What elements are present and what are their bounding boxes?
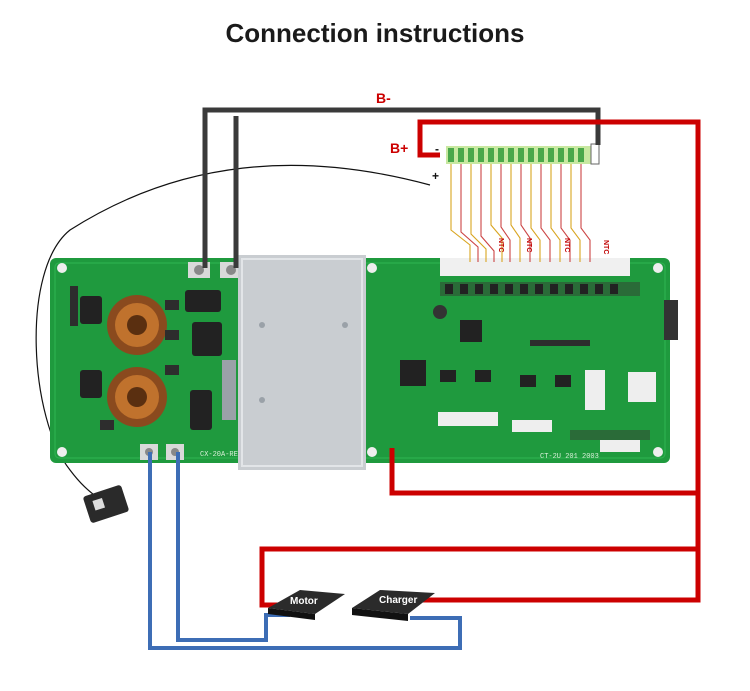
motor-label: Motor [290, 596, 318, 607]
ntc-label-3: NTC [563, 238, 570, 252]
control-section-components [400, 258, 678, 452]
aluminum-heatsink [238, 255, 366, 470]
plus-sign-label: + [432, 169, 439, 183]
b-minus-label: B- [376, 90, 391, 106]
bms-pcb-board: CX-20A-REV [50, 255, 678, 470]
p-minus-wire [148, 452, 462, 650]
balance-lead-harness: NTC NTC NTC NTC [446, 143, 609, 262]
charger-label: Charger [379, 595, 417, 606]
board-model-right: CT-2U 201 2003 [540, 453, 599, 461]
p-plus-wire [259, 122, 701, 608]
chips-left [70, 286, 179, 430]
minus-sign-label: - [435, 142, 439, 156]
temperature-sensor-wire [35, 164, 431, 501]
ntc-label-2: NTC [525, 238, 532, 252]
toroid-inductor-bottom [107, 367, 167, 427]
ntc-label-1: NTC [497, 238, 504, 252]
capacitors [80, 290, 236, 430]
diagram-title: Connection instructions [225, 18, 525, 48]
ntc-label-4: NTC [602, 240, 609, 254]
motor-device: Motor [268, 590, 345, 620]
board-model-left: CX-20A-REV [200, 451, 243, 459]
b-plus-label: B+ [390, 140, 408, 156]
b-minus-wire [202, 107, 601, 268]
temperature-sensor-probe [83, 485, 129, 523]
charger-device: Charger [352, 590, 435, 621]
toroid-inductor-top [107, 295, 167, 355]
